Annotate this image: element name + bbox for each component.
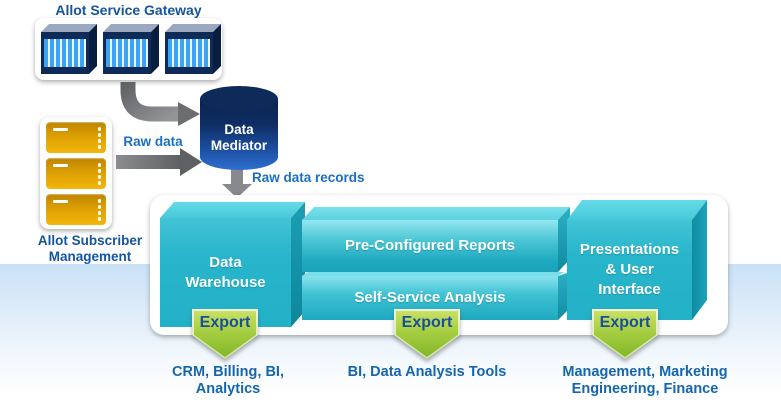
destination-bi-label: BI, Data Analysis Tools [347,364,507,380]
pre-configured-reports-bar: Pre-Configured Reports [302,207,570,272]
down-arrow-icon [222,166,252,198]
export-badge: Export [192,309,258,359]
presentations-box: Presentations & User Interface [567,200,707,320]
export-label: Export [199,314,251,331]
gateway-unit-icon [165,24,221,74]
data-mediator-cylinder: Data Mediator [200,86,278,170]
server-icon [46,122,106,153]
gateway-title: Allot Service Gateway [55,2,202,18]
gateway-box [35,18,222,80]
data-warehouse-label: Data Warehouse [185,253,266,291]
subscriber-box [40,117,112,229]
self-service-analysis-bar: Self-Service Analysis [302,272,570,320]
data-warehouse-box: Data Warehouse [160,202,305,327]
destination-crm-label: CRM, Billing, BI, Analytics [172,364,284,397]
server-icon [46,158,106,189]
raw-data-records-label: Raw data records [252,170,365,185]
server-icon [46,194,106,225]
export-badge: Export [592,309,658,359]
raw-data-label: Raw data [123,134,183,149]
presentations-label: Presentations & User Interface [579,241,680,298]
self-service-analysis-label: Self-Service Analysis [354,289,506,306]
subscriber-title: Allot Subscriber Management [37,233,143,264]
export-label: Export [401,314,453,331]
curved-arrow-icon [120,82,200,126]
export-label: Export [599,314,651,331]
right-arrow-icon [116,148,202,176]
destination-management-label: Management, Marketing Engineering, Finan… [562,364,728,397]
data-mediator-label: Data Mediator [210,122,268,153]
export-badge: Export [394,309,460,359]
pre-configured-reports-label: Pre-Configured Reports [344,237,515,254]
gateway-unit-icon [41,24,97,74]
gateway-unit-icon [103,24,159,74]
